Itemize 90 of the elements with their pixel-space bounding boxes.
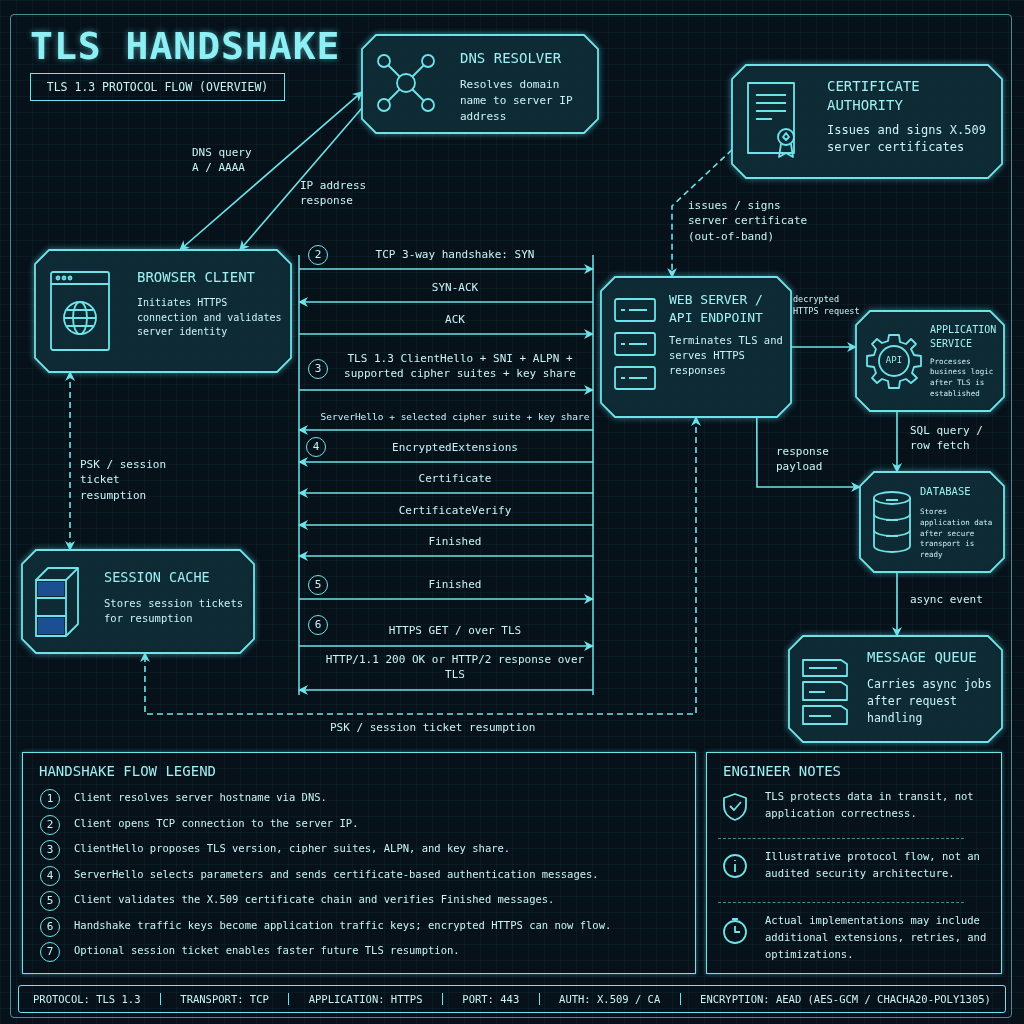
arrow xyxy=(298,457,594,467)
page-title: TLS HANDSHAKE xyxy=(30,24,341,68)
edge-label: SYN-ACK xyxy=(430,280,480,296)
edge-label: TLS 1.3 ClientHello + SNI + ALPN + supported cipher suites + key share xyxy=(343,351,577,382)
footer-bar xyxy=(18,985,1006,1013)
arrow xyxy=(298,385,594,395)
card-title: DATABASE xyxy=(920,484,972,499)
panel-title: HANDSHAKE FLOW LEGEND xyxy=(39,763,216,779)
card-title: SESSION CACHE xyxy=(104,568,211,587)
edge-label: HTTPS GET / over TLS xyxy=(387,623,523,639)
status-text: PROTOCOL: TLS 1.3 xyxy=(33,993,141,1005)
card-title: DNS RESOLVER xyxy=(460,49,563,68)
edge-label: TCP 3-way handshake: SYN xyxy=(374,247,536,263)
card-description: Terminates TLS and serves HTTPS responses xyxy=(669,332,783,379)
dashed-arrow xyxy=(65,371,76,551)
edge-label: async event xyxy=(910,592,984,608)
edge-label: ACK xyxy=(444,312,466,328)
card-description: Issues and signs X.509 server certificates xyxy=(827,121,987,156)
status-text: TRANSPORT: TCP xyxy=(180,993,269,1005)
status-text: APPLICATION: HTTPS xyxy=(308,993,423,1005)
note-text: Actual implementations may include additional extensions, retries, and optimizations. xyxy=(765,913,988,962)
edge-label: IP address response xyxy=(300,178,368,209)
legend-item-text: Handshake traffic keys become application traffic keys; encrypted HTTPS can now flow. xyxy=(74,918,613,931)
database-card xyxy=(860,472,1004,572)
arrow xyxy=(298,425,594,435)
arrow xyxy=(298,329,594,339)
edge-label: CertificateVerify xyxy=(397,503,513,519)
edge-label: SQL query / row fetch xyxy=(910,423,984,454)
server-card xyxy=(601,277,791,417)
lifeline xyxy=(298,255,300,695)
legend-panel xyxy=(22,752,696,974)
arrow xyxy=(298,488,594,498)
legend-item-text: ServerHello selects parameters and sends certificate-based authentication messages. xyxy=(74,867,600,880)
panel-title: ENGINEER NOTES xyxy=(723,763,841,779)
edge-label: Certificate xyxy=(417,471,493,487)
status-text: ENCRYPTION: AEAD (AES-GCM / CHACHA20-POLY1305) xyxy=(700,993,991,1005)
client-card xyxy=(35,250,291,372)
resolver-card xyxy=(362,35,598,133)
card-description: Resolves domain name to server IP address xyxy=(460,77,574,126)
note-text: Illustrative protocol flow, not an audited security architecture. xyxy=(765,849,981,881)
edge-label: ServerHello + selected cipher suite + key share xyxy=(319,410,591,424)
note-text: TLS protects data in transit, not application correctness. xyxy=(765,789,975,821)
arrow xyxy=(179,91,363,251)
arrow xyxy=(239,107,363,251)
card-description: Carries async jobs after request handling xyxy=(867,676,993,727)
status-text: PORT: 443 xyxy=(462,993,520,1005)
card-description: Stores session tickets for resumption xyxy=(104,595,245,626)
subtitle-box xyxy=(30,73,285,101)
dashed-arrow xyxy=(139,416,701,715)
legend-item-text: Client resolves server hostname via DNS. xyxy=(74,791,328,803)
lifeline xyxy=(592,255,594,695)
edge-label: EncryptedExtensions xyxy=(391,440,519,456)
card-title: BROWSER CLIENT xyxy=(137,268,256,287)
edge-label: Finished xyxy=(427,534,483,550)
arrow xyxy=(298,264,594,274)
edge-label: PSK / session ticket resumption xyxy=(80,457,168,504)
edge-label: response payload xyxy=(776,444,830,475)
edge-label: DNS query A / AAAA xyxy=(192,145,253,176)
edge-label: Finished xyxy=(427,577,483,593)
edge-label: HTTP/1.1 200 OK or HTTP/2 response over TLS xyxy=(324,652,586,683)
authority-card xyxy=(732,65,1002,178)
arrow xyxy=(298,297,594,307)
arrow xyxy=(298,685,594,695)
arrow xyxy=(298,520,594,530)
card-description: Initiates HTTPS connection and validates server identity xyxy=(137,296,283,340)
card-title: CERTIFICATE AUTHORITY xyxy=(827,77,921,115)
card-title: WEB SERVER / API ENDPOINT xyxy=(669,291,764,327)
arrow xyxy=(298,594,594,604)
arrow xyxy=(892,410,902,473)
legend-item-text: Client opens TCP connection to the server IP. xyxy=(74,816,360,829)
arrow xyxy=(298,641,594,651)
status-text: AUTH: X.509 / CA xyxy=(559,993,661,1005)
legend-item-text: Optional session ticket enables faster future TLS resumption. xyxy=(74,944,461,956)
edge-label: decrypted HTTPS request xyxy=(793,294,861,318)
arrow xyxy=(298,551,594,561)
edge-label: PSK / session ticket resumption xyxy=(330,720,537,736)
icon-caption: API xyxy=(884,355,904,365)
edge-label: issues / signs server certificate (out-of-band) xyxy=(688,198,809,245)
subtitle: TLS 1.3 PROTOCOL FLOW (OVERVIEW) xyxy=(45,80,270,94)
queue-card xyxy=(789,636,1002,742)
legend-item-text: ClientHello proposes TLS version, cipher suites, ALPN, and key share. xyxy=(74,842,512,854)
notes-panel xyxy=(706,752,1002,974)
legend-item-text: Client validates the X.509 certificate chain and verifies Finished messages. xyxy=(74,893,556,905)
cache-card xyxy=(22,550,254,653)
card-title: APPLICATION SERVICE xyxy=(930,323,996,350)
arrow xyxy=(756,416,861,492)
arrow xyxy=(892,571,902,637)
card-title: MESSAGE QUEUE xyxy=(867,648,978,667)
dashed-arrow xyxy=(667,148,733,278)
arrow xyxy=(790,342,857,352)
